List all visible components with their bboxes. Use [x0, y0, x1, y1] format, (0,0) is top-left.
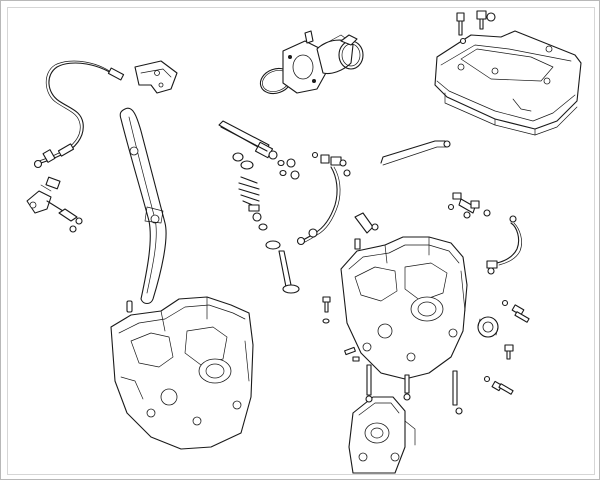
cylinder-head-right[interactable]: [340, 236, 468, 380]
dowel-pin[interactable]: [126, 300, 133, 313]
oil-pipe-right[interactable]: [486, 215, 522, 275]
studs-and-bolts[interactable]: [322, 192, 530, 415]
oil-line[interactable]: [296, 151, 351, 246]
valve-cover[interactable]: [434, 30, 582, 136]
cable-end-fittings[interactable]: [26, 176, 83, 233]
chain-tensioner-rail[interactable]: [119, 107, 167, 305]
roller-bearing[interactable]: [477, 316, 499, 338]
hose-clamp[interactable]: [338, 34, 364, 70]
cylinder-head-left[interactable]: [110, 296, 254, 450]
cover-bolts[interactable]: [456, 10, 496, 45]
breather-rod[interactable]: [380, 140, 451, 166]
cylinder-base[interactable]: [348, 396, 416, 474]
diagram-inner-border: [7, 7, 595, 475]
throttle-cable[interactable]: [33, 60, 125, 169]
camshaft[interactable]: [218, 120, 278, 160]
cable-bracket[interactable]: [134, 60, 178, 94]
valve-spring-group[interactable]: [232, 152, 300, 294]
